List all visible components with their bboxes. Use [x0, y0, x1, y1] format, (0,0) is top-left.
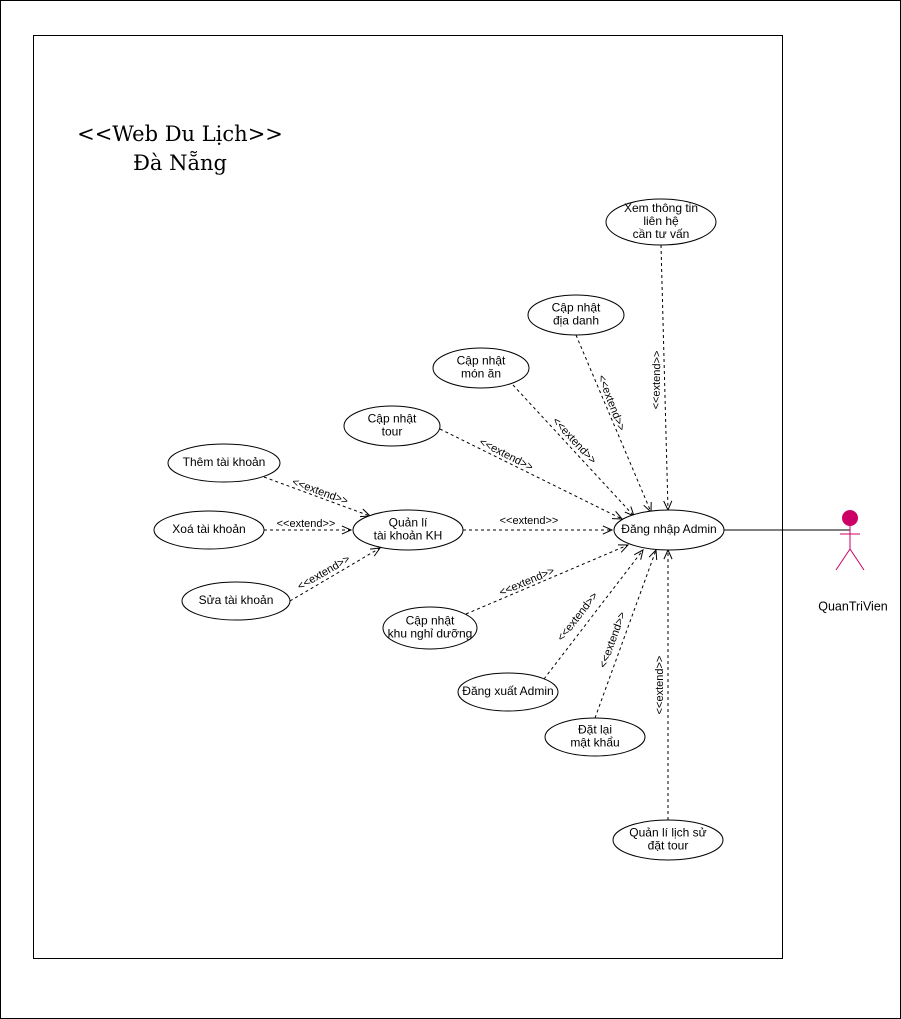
use-case-label: tour	[382, 425, 403, 439]
extend-edge-them-tai-khoan: <<extend>>	[263, 476, 372, 518]
system-title-line1: <<Web Du Lịch>>	[77, 122, 283, 146]
open-arrowhead	[617, 544, 630, 553]
system-boundary	[33, 35, 783, 959]
use-case-label: khu nghỉ dưỡng	[388, 627, 473, 641]
system-title: <<Web Du Lịch>> Đà Nẵng	[70, 120, 290, 178]
use-case-ellipse	[612, 819, 724, 861]
extend-edge-xem-thong-tin: <<extend>>	[650, 244, 673, 512]
use-case-label: Sửa tài khoản	[199, 593, 274, 607]
extend-line	[575, 334, 652, 513]
use-case-ellipse	[544, 717, 646, 757]
use-case-dang-nhap-admin[interactable]: Đăng nhập Admin	[613, 509, 725, 551]
extend-edge-quan-li-lich-su: <<extend>>	[654, 548, 673, 820]
extend-line	[660, 244, 669, 511]
extend-line	[263, 476, 371, 517]
use-case-ellipse	[352, 509, 464, 551]
open-arrowhead	[633, 549, 644, 560]
use-case-label: Xem thông tin	[624, 201, 698, 215]
extend-label: <<extend>>	[477, 436, 535, 473]
use-case-ellipse	[153, 510, 265, 550]
use-case-label: Xoá tài khoản	[172, 522, 245, 536]
use-case-label: Cập nhật	[406, 614, 455, 628]
extend-label: <<extend>>	[500, 515, 559, 527]
extend-edge-cap-nhat-dia-danh: <<extend>>	[575, 334, 652, 514]
use-case-label: Cập nhật	[457, 354, 506, 368]
open-arrowhead	[643, 501, 652, 514]
extend-label: <<extend>>	[290, 476, 349, 507]
extend-label: <<extend>>	[498, 565, 557, 599]
extend-label: <<extend>>	[650, 351, 663, 410]
extend-label: <<extend>>	[654, 656, 666, 715]
use-case-label: Đăng nhập Admin	[621, 522, 716, 536]
use-case-label: đặt tour	[648, 839, 689, 853]
use-case-them-tai-khoan[interactable]: Thêm tài khoản	[167, 443, 281, 483]
use-case-xoa-tai-khoan[interactable]: Xoá tài khoản	[153, 510, 265, 550]
extend-edge-cap-nhat-khu-nghi-duong: <<extend>>	[465, 544, 630, 615]
extend-line	[594, 549, 657, 719]
extend-label: <<extend>>	[550, 415, 599, 466]
extend-edge-quan-li-tai-khoan: <<extend>>	[463, 515, 614, 535]
extend-edge-sua-tai-khoan: <<extend>>	[289, 547, 382, 602]
use-case-label: Cập nhật	[368, 412, 417, 426]
extend-label: <<extend>>	[296, 553, 353, 593]
use-case-dang-xuat-admin[interactable]: Đăng xuất Admin	[457, 672, 559, 712]
open-arrowhead	[370, 547, 382, 557]
actor-name: QuanTriVien	[818, 599, 888, 613]
use-case-label: món ăn	[461, 367, 501, 381]
actor-quantrivien[interactable]: QuanTriVien	[818, 510, 888, 614]
use-case-label: cần tư vấn	[633, 227, 690, 241]
use-case-ellipse	[613, 509, 725, 551]
use-case-ellipse	[432, 347, 530, 389]
extend-edge-dat-lai-mat-khau: <<extend>>	[594, 548, 658, 719]
extend-label: <<extend>>	[555, 590, 601, 644]
open-arrowhead	[602, 525, 614, 535]
use-case-label: địa danh	[553, 314, 599, 328]
actor-head	[842, 510, 858, 526]
use-case-label: tài khoản KH	[374, 529, 443, 543]
use-case-ellipse	[167, 443, 281, 483]
extend-edge-xoa-tai-khoan: <<extend>>	[264, 518, 353, 535]
use-case-label: Đăng xuất Admin	[462, 684, 553, 698]
open-arrowhead	[341, 525, 353, 535]
extend-line	[465, 544, 629, 615]
use-case-label: mật khẩu	[570, 736, 619, 750]
use-case-label: Cập nhật	[552, 301, 601, 315]
actor-left-leg	[835, 548, 851, 571]
use-case-ellipse	[457, 672, 559, 712]
extend-label: <<extend>>	[277, 518, 336, 530]
extend-label: <<extend>>	[595, 373, 627, 432]
use-case-label: Đặt lại	[578, 723, 612, 737]
actor-right-leg	[849, 548, 865, 571]
extend-label: <<extend>>	[597, 610, 628, 669]
use-case-ellipse	[382, 606, 478, 650]
use-case-ellipse	[181, 581, 291, 621]
use-case-sua-tai-khoan[interactable]: Sửa tài khoản	[181, 581, 291, 621]
open-arrowhead	[648, 548, 658, 561]
system-title-line2: Đà Nẵng	[132, 151, 227, 175]
use-case-ellipse	[343, 405, 441, 447]
use-case-label: Quản lí lịch sử	[629, 826, 706, 840]
use-case-ellipse	[527, 294, 625, 336]
use-case-label: Thêm tài khoản	[183, 455, 266, 469]
use-case-ellipse	[605, 198, 717, 246]
extend-line	[439, 428, 623, 520]
use-case-label: liên hệ	[643, 214, 679, 228]
use-case-label: Quản lí	[389, 516, 428, 530]
extend-line	[289, 547, 381, 602]
